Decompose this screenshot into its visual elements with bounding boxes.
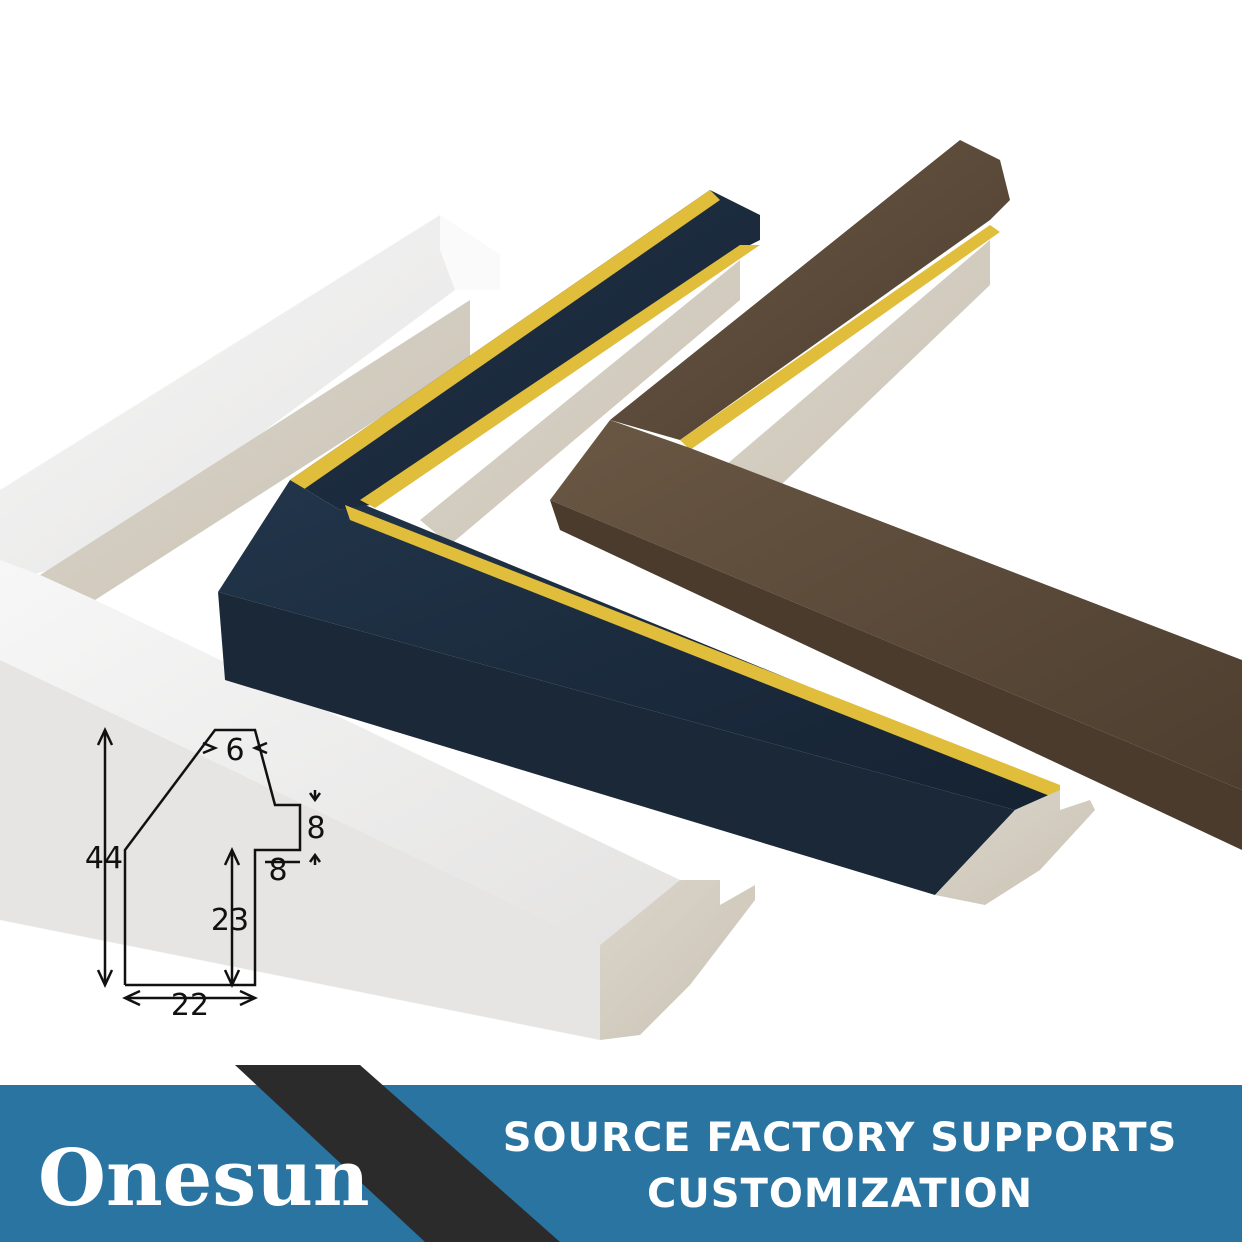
navy-frame (218, 190, 1095, 905)
banner-headline: SOURCE FACTORY SUPPORTS CUSTOMIZATION (440, 1110, 1240, 1222)
banner-line-2: CUSTOMIZATION (646, 1171, 1034, 1217)
dim-rebate-height: 8 (306, 811, 325, 846)
profile-outline (123, 728, 302, 987)
dim-total-height: 44 (85, 841, 123, 876)
profile-dimension-diagram (96, 727, 322, 1007)
dim-inner-height: 23 (211, 903, 249, 938)
bronze-frame (550, 140, 1242, 850)
dim-rebate-width: 8 (268, 853, 287, 888)
banner-accent-stripe (235, 1065, 560, 1242)
profile-dimension-labels: 6 8 8 44 23 22 (85, 733, 326, 1023)
dim-top: 6 (225, 733, 244, 768)
brand-logo: Onesun (38, 1133, 370, 1224)
banner-line-1: SOURCE FACTORY SUPPORTS (502, 1115, 1178, 1161)
dim-width: 22 (171, 988, 209, 1023)
banner: Onesun (0, 1065, 1242, 1242)
